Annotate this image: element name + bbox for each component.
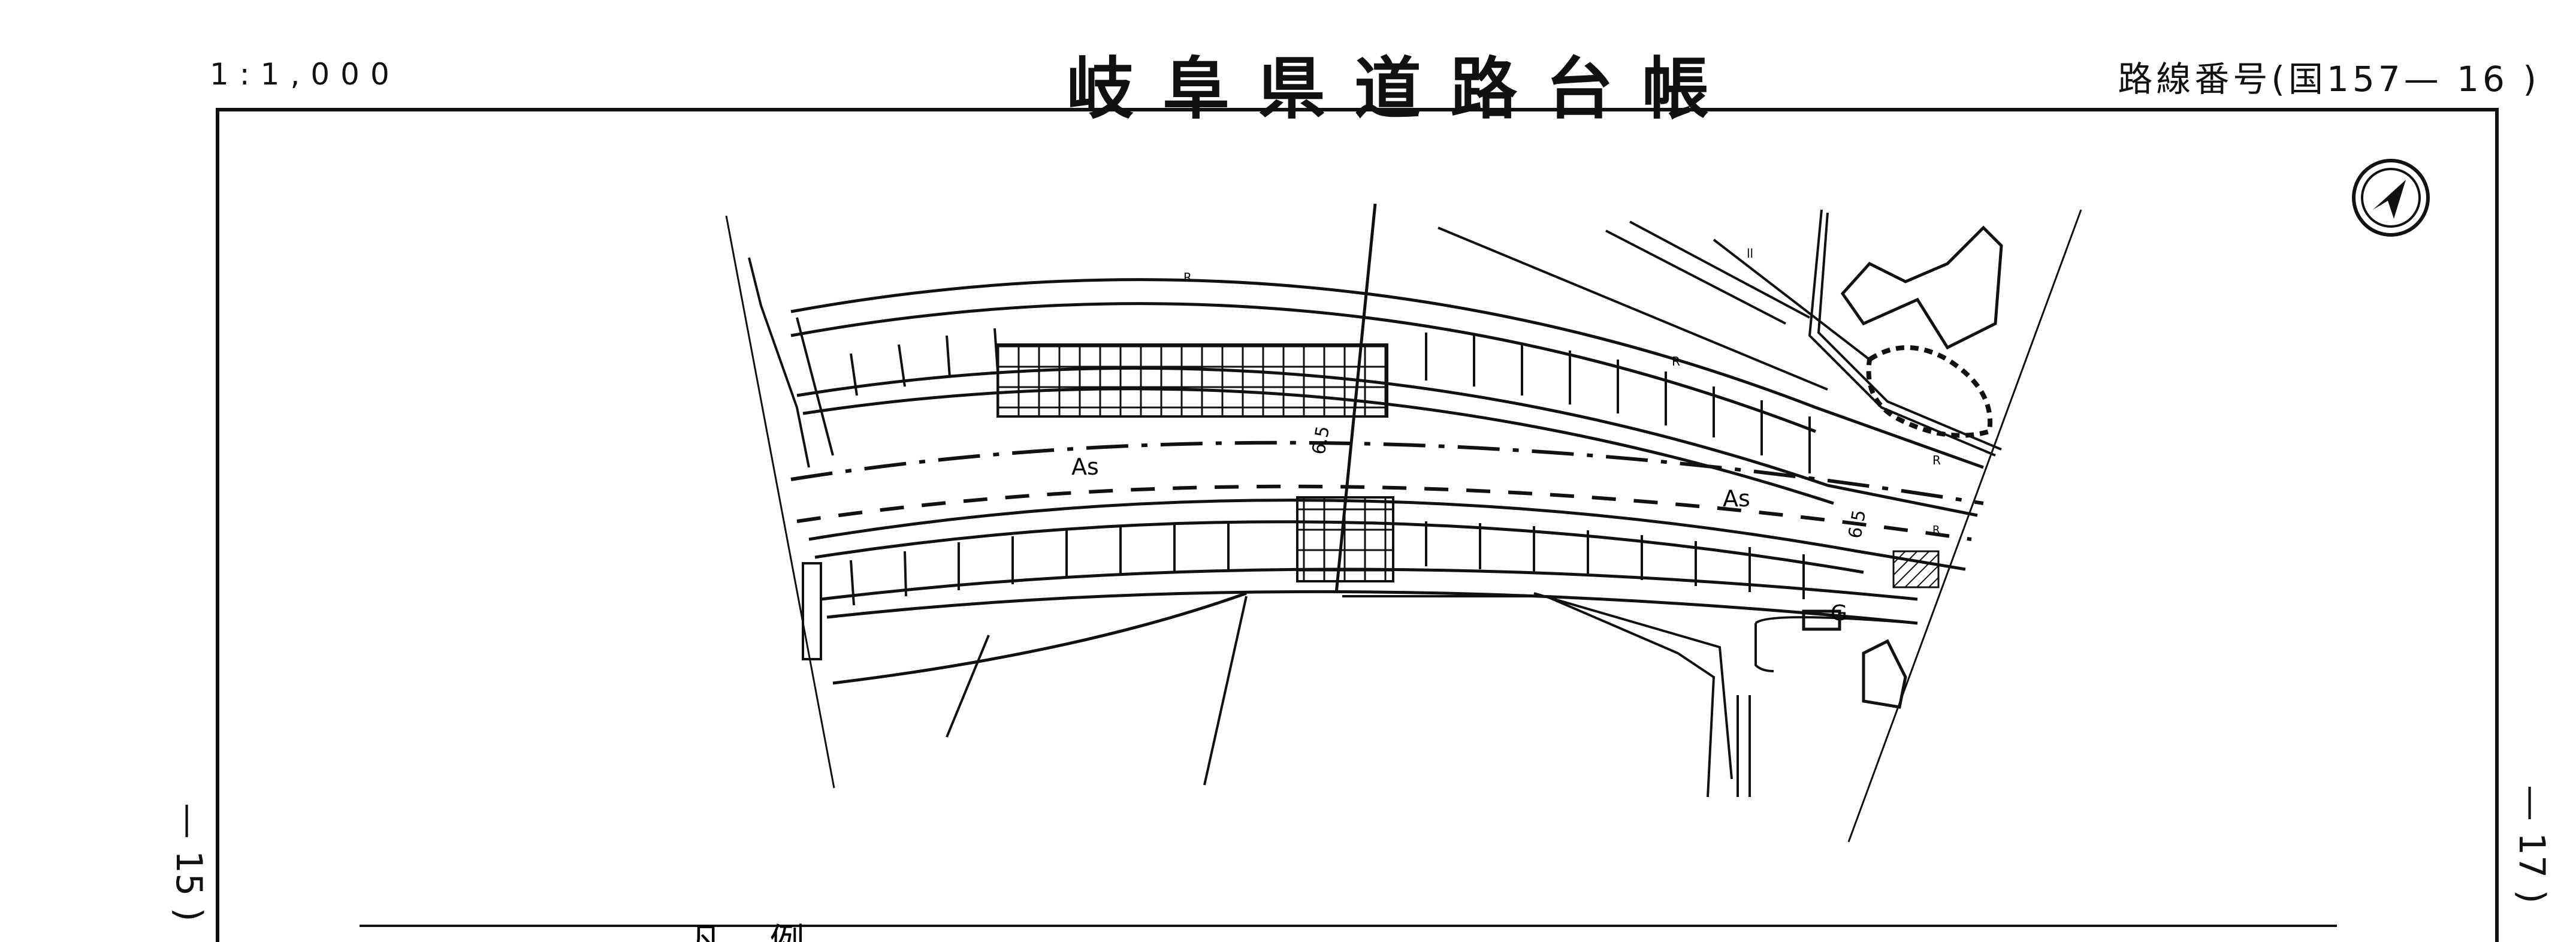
marker-ii: ll	[1747, 246, 1753, 261]
map-frame	[216, 108, 2499, 942]
previous-sheet-label: — 15 )	[168, 803, 210, 922]
document-title: 岐阜県道路台帳	[1067, 50, 1738, 128]
marker-r-1: R	[1183, 270, 1192, 285]
left-edge-detail	[748, 257, 834, 660]
next-sheet-label: — 17 )	[2511, 785, 2553, 904]
lower-structures	[946, 592, 1918, 798]
cobble-area	[1866, 345, 1993, 438]
marker-r-2: R	[1672, 354, 1680, 369]
hatched-area	[1892, 550, 1940, 588]
crosswalk-grid-upper	[996, 343, 1388, 418]
marker-g: G	[1831, 601, 1847, 626]
buildings	[1802, 225, 2003, 709]
width-label-2: 6.5	[1844, 508, 1870, 540]
marker-r-4: R	[1932, 524, 1940, 536]
side-roads	[1438, 209, 2002, 457]
surface-label-1: As	[1071, 454, 1099, 480]
legend-heading: 凡 例	[689, 920, 804, 942]
width-label-1: 6.5	[1308, 424, 1334, 456]
lower-sidewalk-ticks	[850, 521, 1805, 606]
centre-lines	[790, 440, 1984, 541]
drawing-boundary	[725, 209, 2082, 843]
surface-label-2: As	[1723, 485, 1750, 512]
map-scale: 1:1,000	[210, 57, 400, 92]
crossing-line	[1334, 203, 1377, 594]
north-arrow-icon	[2352, 159, 2430, 237]
route-number: 路線番号(国157— 16 )	[2118, 59, 2540, 99]
marker-r-3: R	[1932, 453, 1941, 467]
